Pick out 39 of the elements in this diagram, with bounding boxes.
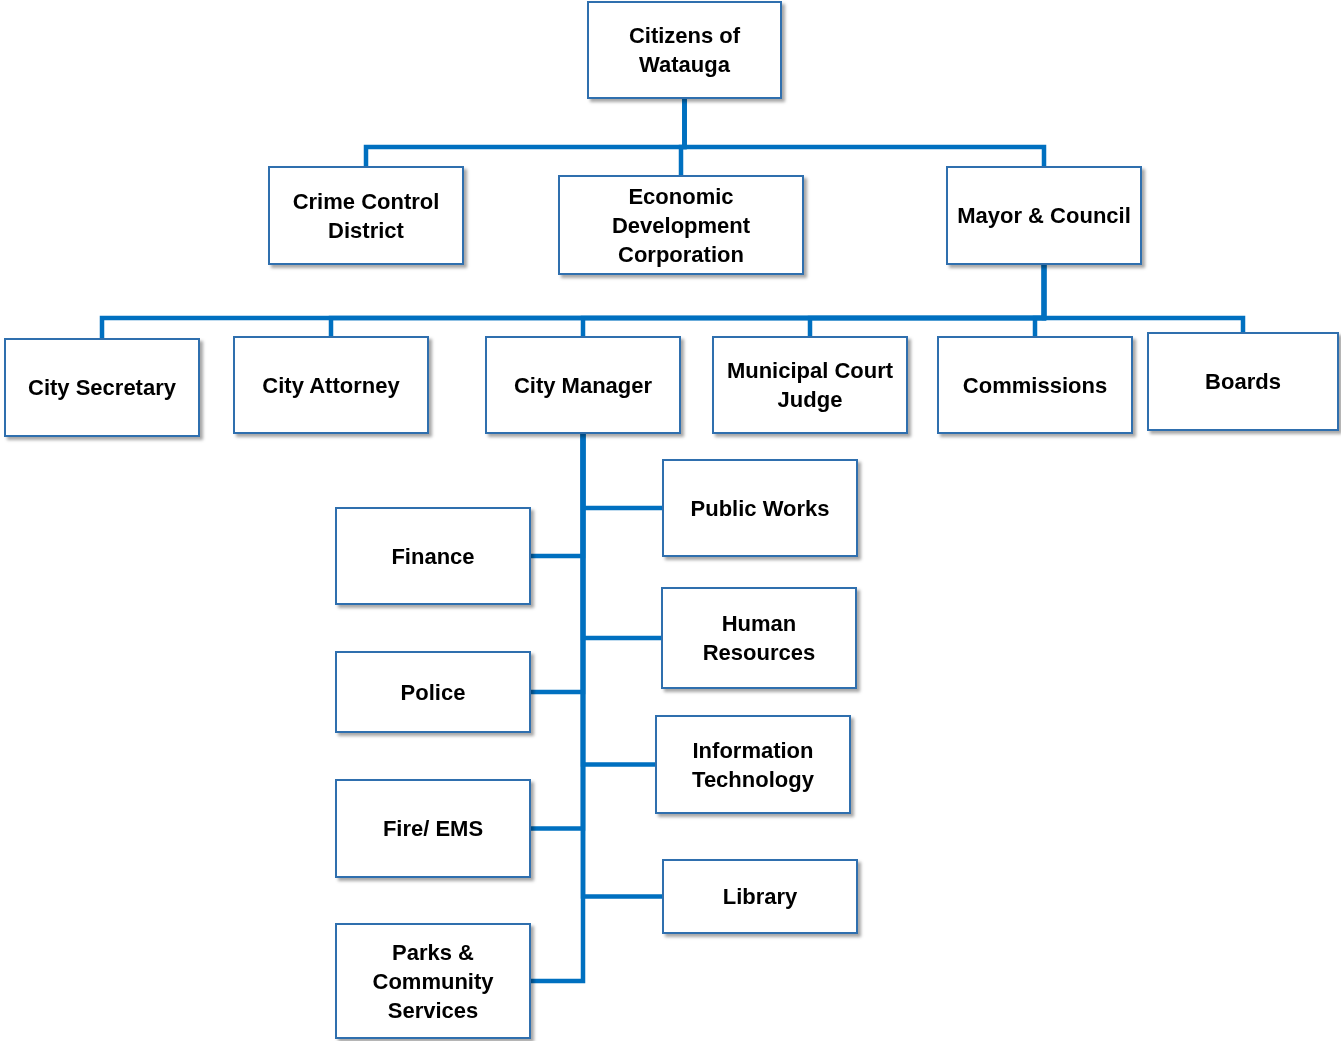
box-label: Crime Control District — [291, 187, 441, 245]
org-box — [1147, 332, 1339, 431]
box-label: Municipal Court Judge — [725, 357, 895, 414]
org-box — [558, 175, 804, 275]
org-box — [335, 651, 531, 733]
box-label: Fire/ EMS — [382, 815, 484, 843]
org-box — [587, 1, 782, 99]
box-label: City Secretary — [28, 374, 176, 402]
org-box — [662, 859, 858, 934]
box-label: Human Resources — [701, 610, 817, 667]
box-label: Finance — [391, 542, 475, 571]
org-box — [335, 507, 531, 605]
org-box — [937, 336, 1133, 434]
box-label: Police — [400, 678, 466, 707]
org-box — [268, 166, 464, 265]
org-box — [335, 779, 531, 878]
org-box — [946, 166, 1142, 265]
box-label: Mayor & Council — [957, 202, 1131, 230]
box-label: Parks & Community Services — [371, 938, 495, 1025]
box-label: Library — [722, 883, 798, 911]
org-box — [485, 336, 681, 434]
box-label: Information Technology — [691, 736, 815, 794]
org-box — [233, 336, 429, 434]
org-box — [661, 587, 857, 689]
org-box — [655, 715, 851, 814]
org-box — [712, 336, 908, 434]
org-box — [4, 338, 200, 437]
box-label: City Attorney — [262, 371, 400, 400]
box-label: Commissions — [962, 371, 1108, 400]
box-label: Boards — [1205, 368, 1281, 396]
connector-line — [531, 434, 586, 984]
org-box — [662, 459, 858, 557]
org-box — [335, 923, 531, 1039]
box-label: Citizens of Watauga — [627, 22, 742, 79]
connector-line — [1041, 265, 1246, 332]
box-label: Public Works — [690, 494, 830, 523]
box-label: Economic Development Corporation — [610, 182, 752, 269]
connector-line — [682, 99, 1047, 166]
box-label: City Manager — [513, 371, 653, 400]
